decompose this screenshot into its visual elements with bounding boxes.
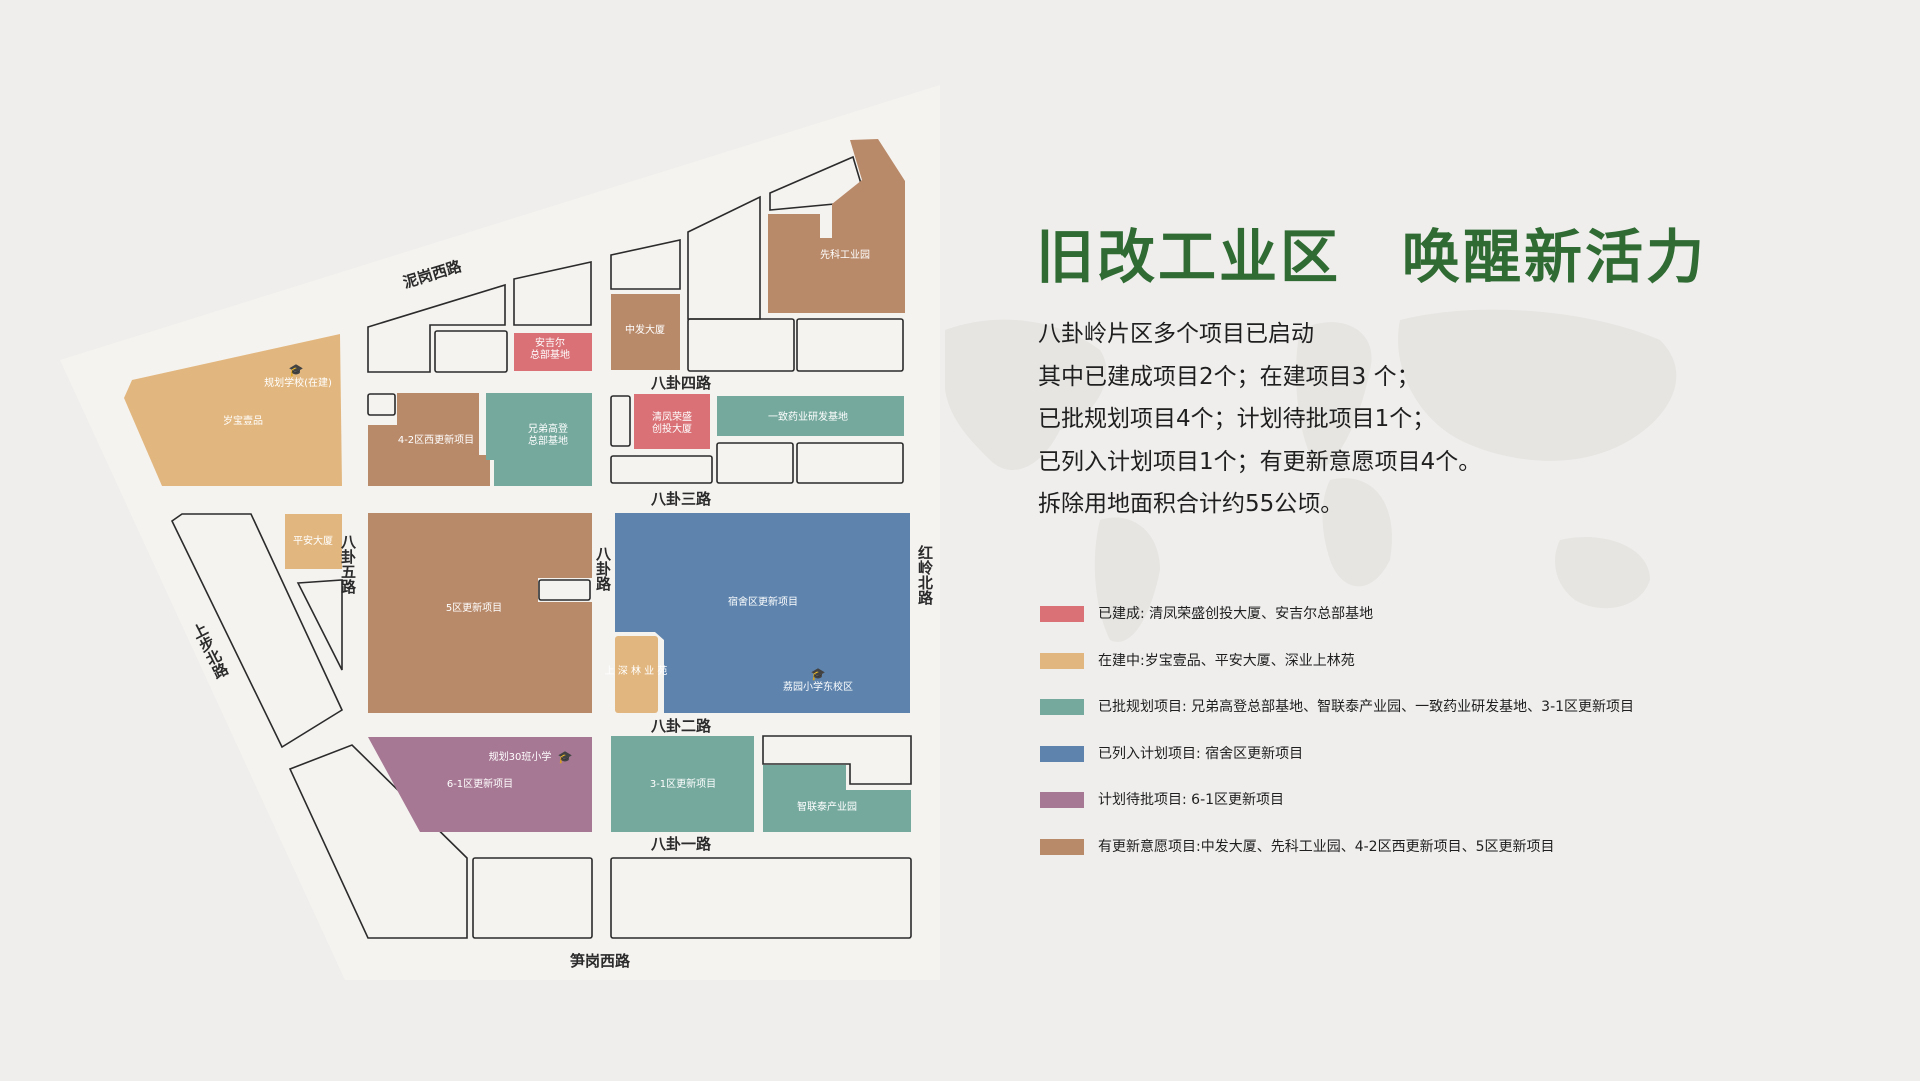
label-anjier: 安吉尔总部基地 — [530, 336, 570, 361]
page-title: 旧改工业区 唤醒新活力 — [1036, 223, 1708, 291]
road-sungang-west: 笋岗西路 — [570, 952, 631, 970]
block-31[interactable] — [611, 736, 754, 832]
label-line: 总部基地 — [528, 434, 568, 447]
label-block61: 6-1区更新项目 — [447, 777, 513, 790]
block-zhilian[interactable] — [763, 765, 911, 832]
label-dormitory: 宿舍区更新项目 — [728, 595, 798, 608]
label-line: 安吉尔 — [535, 336, 565, 349]
label-school-planned: 规划学校(在建) — [264, 376, 332, 389]
legend-item-pending: 计划待批项目: 6-1区更新项目 — [1040, 790, 1634, 837]
summary-line: 拆除用地面积合计约55公顷。 — [1038, 491, 1344, 517]
legend-text: 已建成: 清凤荣盛创投大厦、安吉尔总部基地 — [1098, 606, 1374, 622]
summary-line: 其中已建成项目2个；在建项目3 个； — [1038, 363, 1420, 390]
summary-line: 已批规划项目4个；计划待批项目1个； — [1038, 406, 1436, 432]
block-qingfeng[interactable] — [634, 394, 710, 449]
road-bagua-1: 八卦一路 — [650, 835, 712, 853]
legend-swatch — [1040, 838, 1084, 855]
label-line: 总部基地 — [530, 348, 570, 361]
road-bagua-4: 八卦四路 — [650, 374, 712, 392]
label-zhilian: 智联泰产业园 — [797, 800, 857, 813]
legend-text: 计划待批项目: 6-1区更新项目 — [1098, 792, 1285, 808]
label-shanglin: 上 深 林 业 苑 — [605, 664, 668, 677]
legend-swatch — [1040, 652, 1084, 669]
label-qingfeng: 清凤荣盛创投大厦 — [652, 410, 692, 435]
label-liyuan: 荔园小学东校区 — [783, 680, 853, 693]
legend-swatch — [1040, 606, 1084, 622]
world-map-watermark — [945, 309, 1677, 642]
legend-text: 已批规划项目: 兄弟高登总部基地、智联泰产业园、一致药业研发基地、3-1区更新项… — [1098, 699, 1635, 715]
legend-item-listed: 已列入计划项目: 宿舍区更新项目 — [1040, 744, 1634, 791]
block-42[interactable] — [368, 393, 490, 486]
label-xianke: 先科工业园 — [820, 248, 870, 261]
label-line: 清凤荣盛 — [652, 410, 692, 423]
block-shanglin[interactable] — [615, 636, 658, 713]
legend-item-built: 已建成: 清凤荣盛创投大厦、安吉尔总部基地 — [1040, 604, 1634, 651]
label-xiongdi: 兄弟高登总部基地 — [528, 422, 568, 447]
label-pingan: 平安大厦 — [293, 534, 333, 547]
block-yizhi[interactable] — [717, 396, 904, 436]
block-xiongdi[interactable] — [486, 393, 592, 486]
project-blocks: 先科工业园 中发大厦 安吉尔总部基地 清凤荣盛创投大厦 一致药业研发基地 岁宝壹… — [124, 139, 911, 832]
legend-swatch — [1040, 745, 1084, 762]
school-icon: 🎓 — [289, 363, 304, 377]
label-line: 创投大厦 — [652, 422, 692, 435]
school30-icon: 🎓 — [558, 750, 573, 764]
liyuan-school-icon: 🎓 — [811, 667, 826, 681]
road-bagua-2: 八卦二路 — [650, 717, 712, 735]
label-block42: 4-2区西更新项目 — [398, 433, 474, 446]
legend-swatch — [1040, 699, 1084, 715]
road-bagua-3: 八卦三路 — [650, 490, 712, 508]
road-hongling-north: 红岭北路 — [916, 544, 934, 605]
legend-text: 已列入计划项目: 宿舍区更新项目 — [1098, 745, 1304, 762]
block-5[interactable] — [368, 513, 592, 713]
label-block5: 5区更新项目 — [446, 601, 502, 614]
legend-item-under-construction: 在建中:岁宝壹品、平安大厦、深业上林苑 — [1040, 651, 1634, 698]
label-block31: 3-1区更新项目 — [650, 777, 716, 790]
summary-line: 已列入计划项目1个；有更新意愿项目4个。 — [1038, 448, 1482, 475]
label-line: 兄弟高登 — [528, 422, 568, 435]
block-anjier[interactable] — [514, 333, 592, 371]
label-yizhi: 一致药业研发基地 — [768, 410, 848, 423]
label-zhongfa: 中发大厦 — [625, 323, 665, 336]
parcel-outlines — [170, 155, 912, 939]
label-suibao: 岁宝壹品 — [223, 414, 263, 427]
label-school30: 规划30班小学 — [489, 750, 552, 763]
block-zhongfa[interactable] — [611, 294, 680, 370]
legend: 已建成: 清凤荣盛创投大厦、安吉尔总部基地 在建中:岁宝壹品、平安大厦、深业上林… — [1040, 604, 1634, 883]
legend-text: 在建中:岁宝壹品、平安大厦、深业上林苑 — [1098, 652, 1355, 669]
summary-list: 八卦岭片区多个项目已启动 其中已建成项目2个；在建项目3 个； 已批规划项目4个… — [1038, 313, 1481, 526]
road-bagua: 八卦路 — [594, 546, 612, 591]
road-bagua-5: 八卦五路 — [339, 534, 357, 594]
block-xianke[interactable] — [768, 139, 905, 313]
block-pingan[interactable] — [285, 514, 342, 569]
block-61[interactable] — [368, 737, 592, 832]
legend-text: 有更新意愿项目:中发大厦、先科工业园、4-2区西更新项目、5区更新项目 — [1098, 838, 1555, 855]
block-suibao[interactable] — [124, 334, 342, 486]
summary-line: 八卦岭片区多个项目已启动 — [1038, 321, 1314, 347]
legend-item-approved: 已批规划项目: 兄弟高登总部基地、智联泰产业园、一致药业研发基地、3-1区更新项… — [1040, 697, 1634, 744]
block-dormitory[interactable] — [615, 513, 910, 713]
legend-swatch — [1040, 792, 1084, 808]
legend-item-renewal: 有更新意愿项目:中发大厦、先科工业园、4-2区西更新项目、5区更新项目 — [1040, 837, 1634, 884]
